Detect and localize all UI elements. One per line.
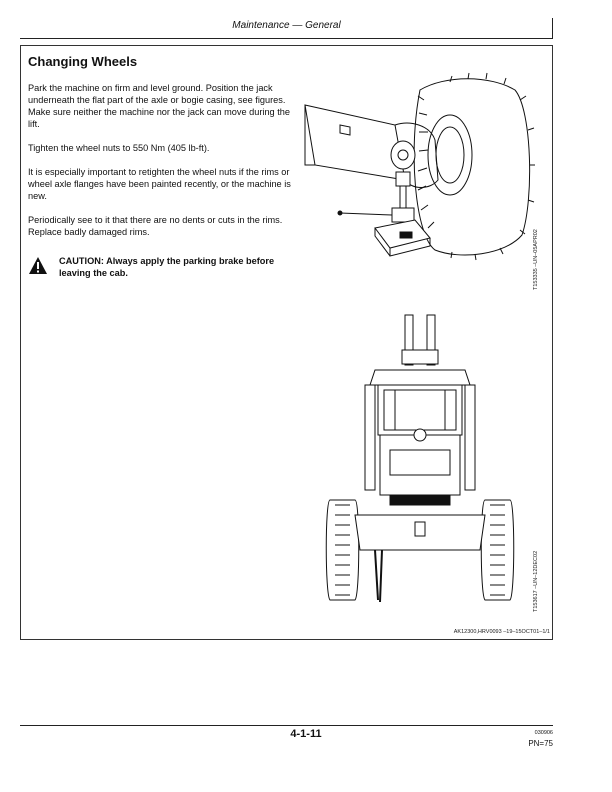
document-reference: AK12300,HRV0093 –19–15OCT01–1/1 (453, 629, 550, 635)
caution-text: CAUTION: Always apply the parking brake … (59, 256, 275, 278)
footer-date: 030906 (534, 730, 553, 736)
footer-pn: PN=75 (528, 739, 553, 748)
figure-code-machine: T153617 –UN–12DEC02 (533, 550, 539, 612)
running-header: Maintenance — General (20, 18, 553, 39)
figure-jack-under-axle (304, 72, 535, 261)
page-number: 4-1-11 (290, 728, 322, 740)
paragraph-torque: Tighten the wheel nuts to 550 Nm (405 lb… (28, 143, 210, 153)
section-title: Changing Wheels (28, 54, 138, 69)
content-frame (20, 45, 553, 640)
header-divider (552, 18, 553, 38)
paragraph-jack-position: Park the machine on firm and level groun… (28, 83, 290, 129)
figure-code-jack: T153335 –UN–05APR02 (533, 229, 539, 290)
header-title: Maintenance — General (232, 20, 341, 31)
footer-divider (20, 725, 553, 726)
figure-machine-rear-view (325, 314, 515, 603)
warning-triangle-icon (29, 257, 47, 274)
paragraph-rims: Periodically see to it that there are no… (28, 215, 283, 237)
paragraph-retighten: It is especially important to retighten … (28, 167, 291, 201)
